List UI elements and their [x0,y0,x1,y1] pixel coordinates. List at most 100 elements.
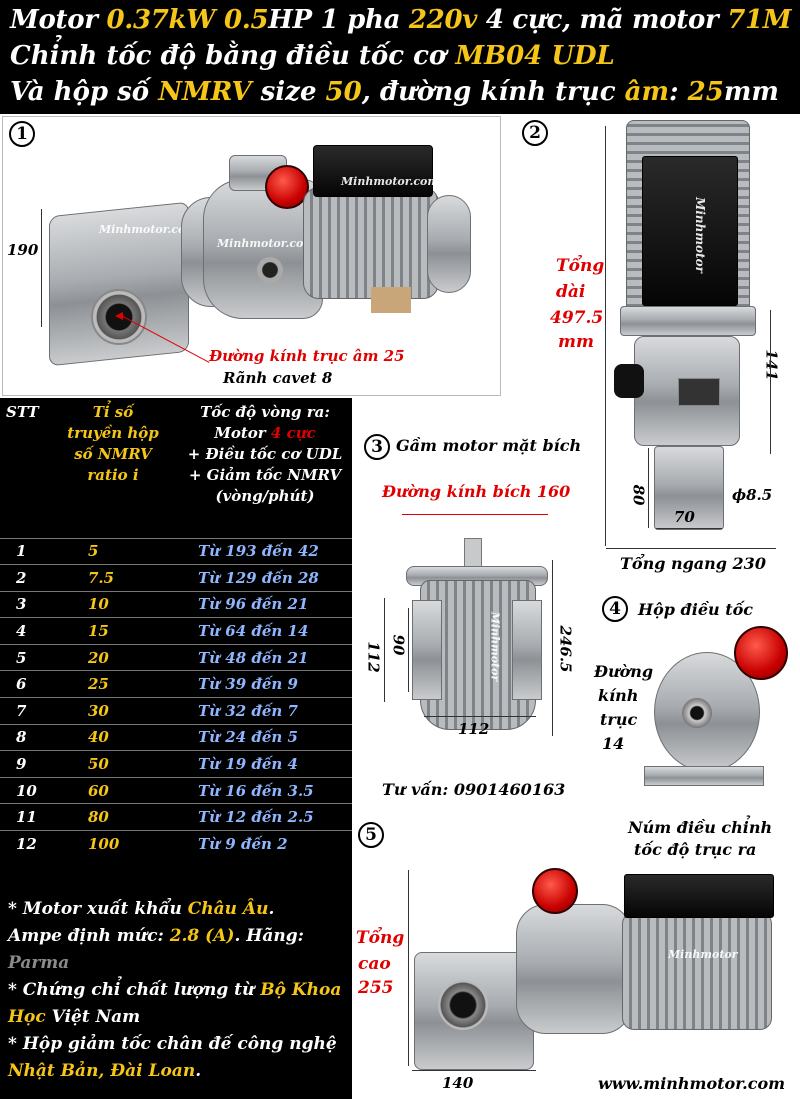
header-line-3: Và hộp số NMRV size 50, đường kính trục … [10,77,779,107]
assembly-variator [516,904,632,1034]
cell-ratio: 20 [48,643,178,671]
dim-112-bottom-line [424,716,536,717]
cell-ratio: 15 [48,617,178,645]
shaft14-l3: trục [600,710,638,729]
cell-stt: 2 [0,564,48,592]
gearbox-output-hole [91,289,147,345]
cell-stt: 6 [0,670,48,698]
shaft-pointer-arrow [115,312,123,320]
cell-ratio: 50 [48,750,178,778]
wood-stand [371,287,411,313]
height-l3: 255 [358,978,394,998]
note-3-brand: Parma [8,953,70,973]
dim-80: 80 [629,484,648,506]
height-line [408,870,409,1066]
cell-speed: Từ 19 đến 4 [178,750,352,778]
total-length-l4: mm [558,332,594,352]
cell-stt: 11 [0,803,48,831]
dim-112-left-line [384,598,385,702]
cell-stt: 5 [0,643,48,671]
cell-ratio: 60 [48,776,178,804]
total-length-l2: dài [556,282,586,302]
total-length-l3: 497.5 [550,308,604,328]
cell-stt: 3 [0,590,48,618]
cell-ratio: 100 [48,830,178,858]
height-l1: Tổng [356,928,405,948]
dim-190-line [41,209,42,327]
contact-phone[interactable]: Tư vấn: 0901460163 [382,780,566,799]
assembly-knob-icon [532,868,578,914]
panel-3-flange-view: 3 Gầm motor mặt bích Đường kính bích 160… [352,430,588,810]
website-link[interactable]: www.minhmotor.com [598,1074,786,1093]
cell-speed: Từ 64 đến 14 [178,617,352,645]
panel-3-title: Gầm motor mặt bích [396,436,582,455]
vertical-terminal-box [642,156,738,306]
total-width-line [606,548,776,549]
cell-speed: Từ 12 đến 2.5 [178,803,352,831]
total-width-label: Tổng ngang 230 [620,554,766,573]
total-length-line [605,126,606,546]
dim-141: 141 [762,349,781,381]
knob-label-l2: tốc độ trục ra [634,840,757,859]
page-header: Motor 0.37kW 0.5HP 1 pha 220v 4 cực, mã … [0,0,800,114]
assembly-output-hole [438,980,488,1030]
variator-knob-icon [734,626,788,680]
motor-end-cap [427,195,471,293]
notes-block: * Motor xuất khẩu Châu Âu. Ampe định mức… [0,890,352,1099]
dim-70-line [656,528,722,529]
note-5: Học Việt Nam [8,1007,141,1027]
shaft14-l4: 14 [602,734,625,753]
panel-1-number: 1 [9,121,35,147]
foot-left [412,600,442,700]
cell-stt: 8 [0,723,48,751]
dim-140-line [412,1070,536,1071]
assembly-terminal-box [624,874,774,918]
total-length-l1: Tổng [556,256,605,276]
panel-5-assembly: 5 Núm điều chỉnh tốc độ trục ra Tổng cao… [352,812,800,1099]
watermark-variator: Minhmotor.com [217,237,316,250]
cell-stt: 12 [0,830,48,858]
watermark-assembly: Minhmotor [668,948,738,961]
cell-speed: Từ 32 đến 7 [178,697,352,725]
watermark-vertical: Minhmotor [692,197,707,273]
dim-80-line [648,448,649,528]
note-2: Ampe định mức: 2.8 (A). Hãng: [8,926,304,946]
cell-speed: Từ 129 đến 28 [178,564,352,592]
col-ratio-header: Tỉ số truyền hộp số NMRV ratio i [67,403,159,484]
dim-phi-8-5: ϕ8.5 [732,486,773,504]
vertical-gearbox [654,446,724,530]
cell-ratio: 30 [48,697,178,725]
assembly-motor-body [622,912,772,1030]
height-l2: cao [358,954,391,974]
flange-diameter-label: Đường kính bích 160 [382,482,571,501]
note-6: * Hộp giảm tốc chân đế công nghệ [8,1034,337,1054]
panel-2-number: 2 [522,120,548,146]
note-1: * Motor xuất khẩu Châu Âu. [8,899,275,919]
black-knob-icon [614,364,644,398]
cell-speed: Từ 193 đến 42 [178,537,352,565]
col-speed-header: Tốc độ vòng ra: Motor 4 cực + Điều tốc c… [187,403,343,505]
foot-right [512,600,542,700]
cell-stt: 4 [0,617,48,645]
cell-stt: 7 [0,697,48,725]
flange-dim-line [402,514,548,515]
cell-ratio: 7.5 [48,564,178,592]
cell-speed: Từ 48 đến 21 [178,643,352,671]
dim-112-left: 112 [364,641,383,673]
variator-output-icon [682,698,712,728]
variator-base [644,766,764,786]
dim-190-label: 190 [7,241,39,259]
cell-speed: Từ 16 đến 3.5 [178,776,352,804]
shaft14-l2: kính [598,686,639,705]
cell-speed: Từ 96 đến 21 [178,590,352,618]
panel-3-number: 3 [364,434,390,460]
